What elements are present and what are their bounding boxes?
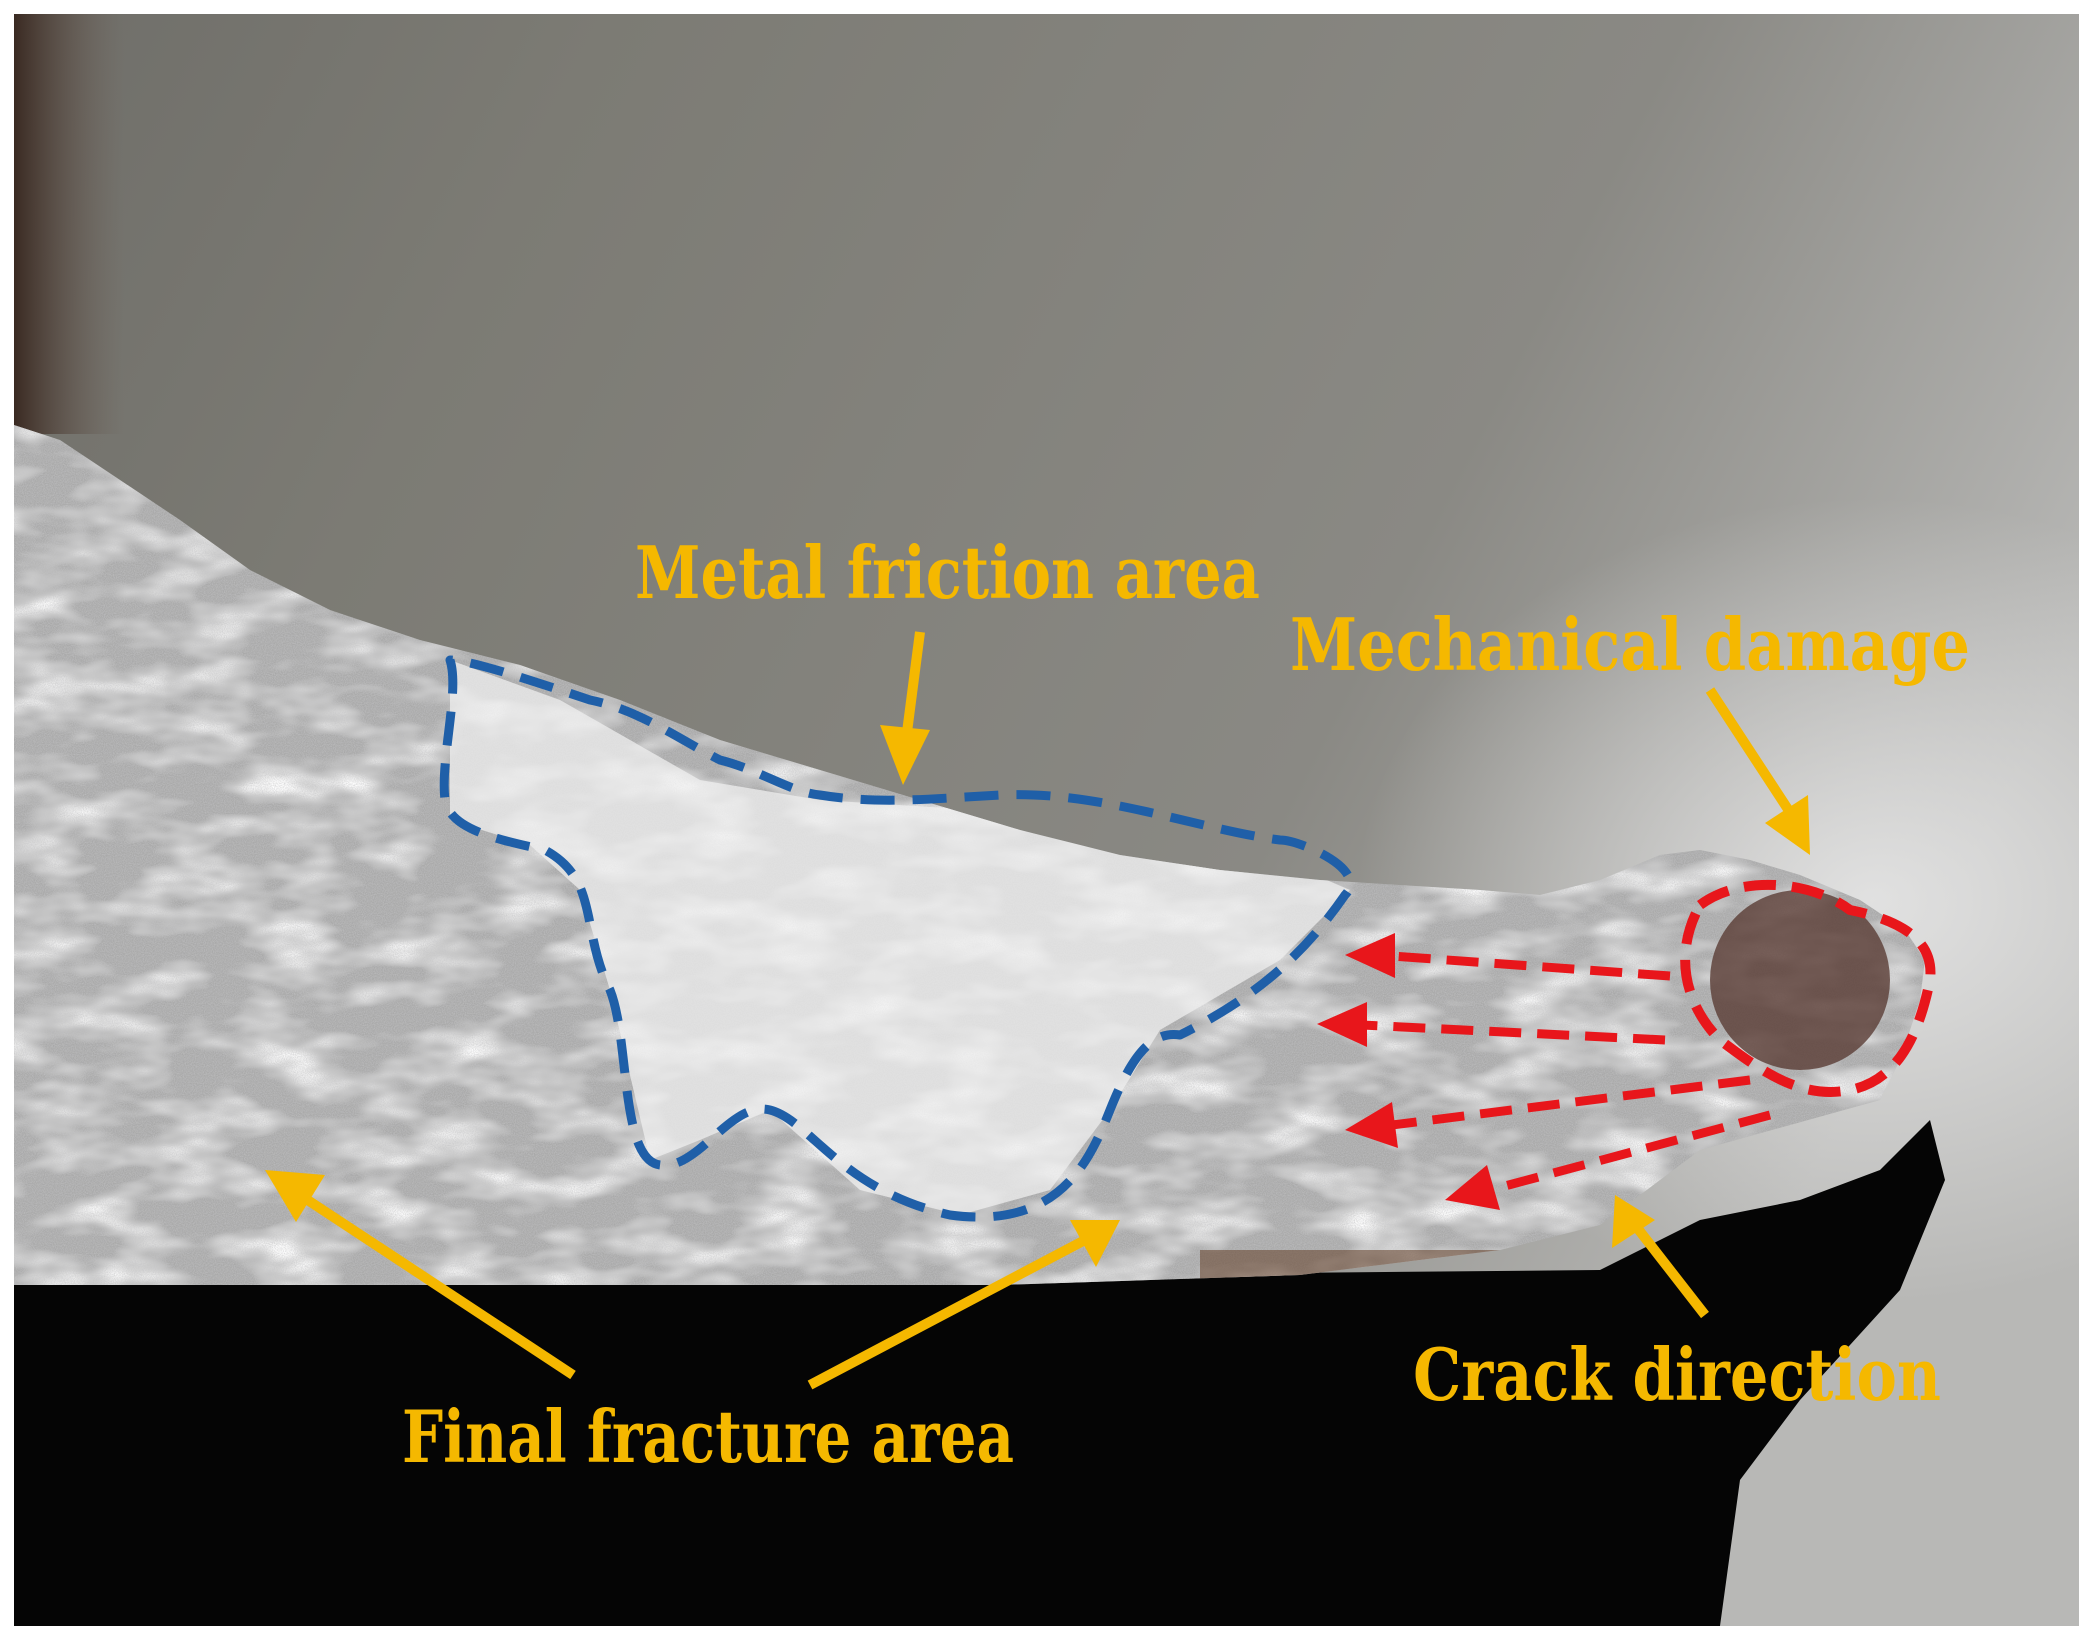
arrow-icon [1631,1221,1709,1319]
arrow-icon [807,1235,1088,1390]
specimen-shadow [14,1120,1945,1626]
crack-direction-arrows [1361,951,1772,1195]
arrow-icon [297,1190,576,1380]
metal-friction-label: Metal friction area [635,530,1260,615]
final-fracture-label: Final fracture area [402,1394,1014,1479]
arrow-icon [1705,687,1800,823]
dashed-arrow-icon [1391,1075,1751,1130]
mechanical-damage-label: Mechanical damage [1290,602,1970,687]
arrow-icon [901,631,925,741]
dashed-arrow-icon [1488,1110,1772,1195]
metal-friction-outline [439,655,1355,1222]
dashed-arrow-icon [1361,1020,1666,1045]
mechanical-damage-outline [1680,879,1936,1097]
crack-direction-label: Crack direction [1413,1332,1941,1417]
